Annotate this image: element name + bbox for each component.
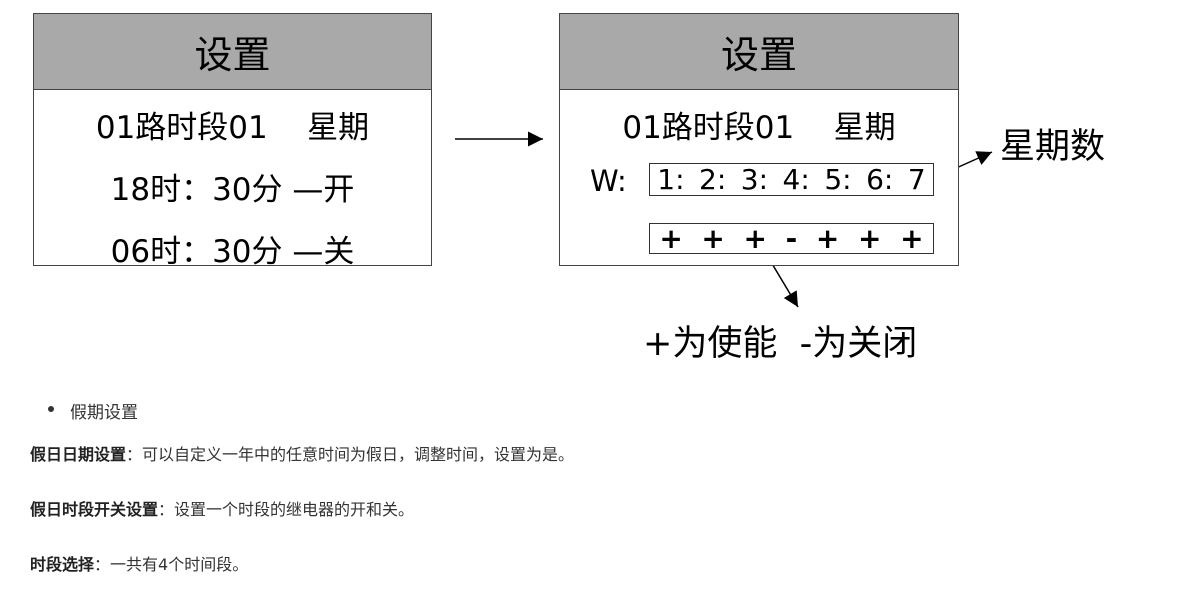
flag-legend-annotation: +为使能 -为关闭: [643, 324, 918, 364]
enable-flag: -: [785, 222, 798, 255]
weekday-item: 3:: [740, 163, 769, 196]
holiday-date-text: ：可以自定义一年中的任意时间为假日，调整时间，设置为是。: [126, 445, 575, 464]
enable-flag: +: [701, 222, 725, 255]
enable-flag: +: [858, 222, 882, 255]
enable-flag: +: [815, 222, 840, 255]
weekday-count-annotation: 星期数: [1000, 127, 1106, 167]
enable-flag: +: [659, 222, 683, 255]
holiday-date-paragraph: 假日日期设置：可以自定义一年中的任意时间为假日，调整时间，设置为是。: [30, 441, 574, 465]
screen-title: 设置: [560, 14, 958, 90]
period-select-paragraph: 时段选择：一共有4个时间段。: [30, 551, 248, 575]
holiday-date-heading: 假日日期设置: [30, 445, 127, 464]
holiday-settings-bullet: 假期设置: [70, 403, 138, 423]
enable-flag: +: [900, 222, 924, 255]
holiday-period-heading: 假日时段开关设置: [30, 500, 159, 519]
weekday-item: 2:: [699, 163, 727, 196]
screen-title: 设置: [34, 14, 431, 90]
weekday-item: 7: [907, 163, 926, 196]
holiday-period-paragraph: 假日时段开关设置：设置一个时段的继电器的开和关。: [30, 496, 414, 520]
weekday-box: 1: 2: 3: 4: 5: 6: 7: [649, 163, 934, 196]
period-select-heading: 时段选择: [30, 555, 95, 574]
period-select-text: ：一共有4个时间段。: [94, 555, 249, 574]
weekday-item: 4:: [782, 163, 810, 196]
holiday-period-text: ：设置一个时段的继电器的开和关。: [158, 500, 415, 519]
channel-period-line: 01路时段01 星期: [622, 110, 896, 146]
enable-flag-box: + + + - + + +: [649, 222, 934, 255]
left-settings-screen: 设置 01路时段01 星期 18时：30分 —开 06时：30分 —关: [33, 13, 432, 270]
enable-flag: +: [743, 222, 767, 255]
off-time-line: 06时：30分 —关: [110, 234, 355, 270]
weekday-label: W:: [590, 164, 627, 198]
on-time-line: 18时：30分 —开: [110, 172, 355, 208]
right-settings-screen: 设置 01路时段01 星期 W: 1: 2: 3: 4: 5: 6: 7 + +…: [559, 13, 959, 266]
weekday-item: 1:: [657, 163, 685, 196]
bullet-icon: [48, 406, 54, 412]
weekday-item: 6:: [866, 163, 894, 196]
channel-period-line: 01路时段01 星期: [95, 110, 370, 146]
weekday-item: 5:: [824, 163, 852, 196]
